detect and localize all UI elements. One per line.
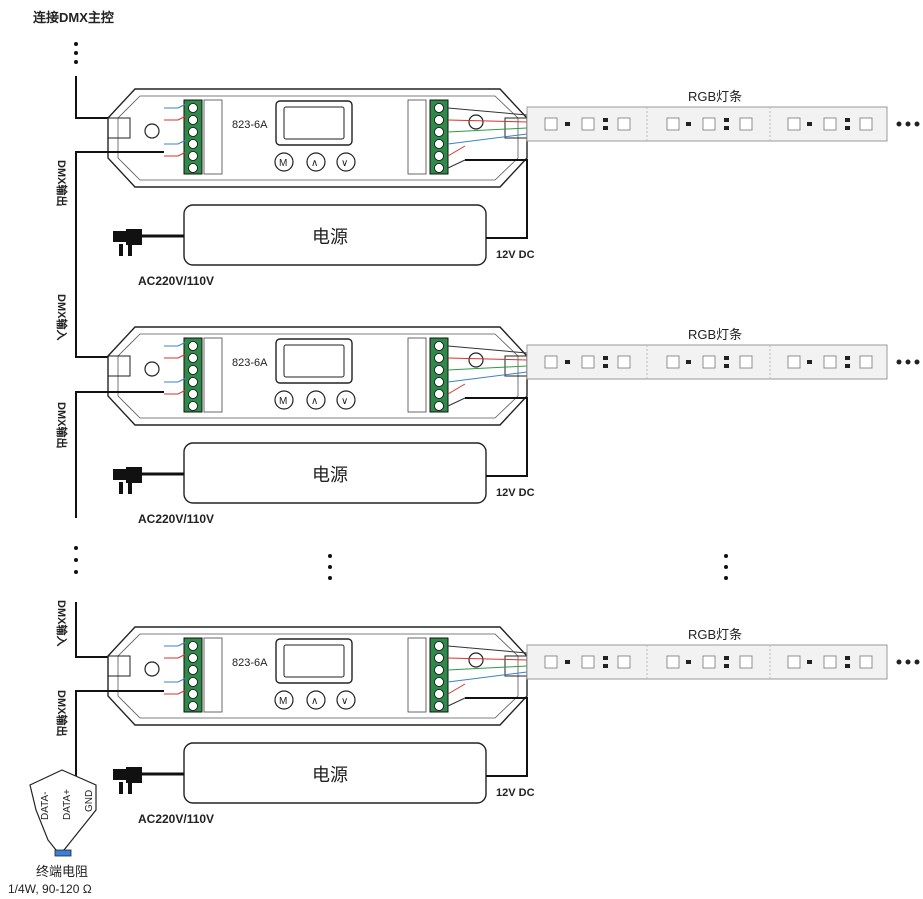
controller-unit-3: 823-6A M ∧ ∨ (107, 626, 528, 726)
unit1-btn-up: ∧ (311, 158, 318, 169)
strip1-label: RGB灯条 (688, 89, 742, 104)
strip3-label: RGB灯条 (688, 627, 742, 642)
term-wire-gnd: GND (84, 790, 95, 812)
psu2-input: AC220V/110V (138, 512, 214, 526)
psu3-output: 12V DC (496, 787, 535, 799)
resistor-icon (54, 849, 72, 857)
unit2-btn-down: ∨ (341, 396, 348, 407)
psu3-label: 电源 (312, 765, 348, 785)
unit2-model: 823-6A (232, 357, 268, 369)
led-strip-2 (526, 344, 920, 380)
psu1-input: AC220V/110V (138, 274, 214, 288)
continuation-dots (74, 546, 728, 580)
unit1-dmx-out-label: DMX输出 (55, 160, 69, 206)
psu2-output: 12V DC (496, 487, 535, 499)
unit3-btn-m: M (279, 696, 287, 707)
led-strip-3 (526, 644, 920, 680)
terminator-label: 终端电阻 (36, 864, 88, 879)
terminator-plug (29, 769, 97, 857)
unit3-model: 823-6A (232, 657, 268, 669)
controller-unit-2: 823-6A M ∧ ∨ (107, 326, 528, 426)
unit3-dmx-out-label: DMX输出 (55, 690, 69, 736)
psu1-label: 电源 (312, 227, 348, 247)
strip2-label: RGB灯条 (688, 327, 742, 342)
unit1-btn-m: M (279, 158, 287, 169)
unit3-dmx-in-label: DMX输入 (55, 600, 69, 646)
unit2-btn-m: M (279, 396, 287, 407)
dmx-output-cable-3 (75, 690, 164, 778)
unit3-btn-down: ∨ (341, 696, 348, 707)
terminator-spec: 1/4W, 90-120 Ω (8, 882, 92, 896)
dmx-link-cable-2 (75, 391, 164, 518)
unit1-model: 823-6A (232, 119, 268, 131)
term-wire-data-minus: DATA- (40, 791, 51, 820)
unit3-btn-up: ∧ (311, 696, 318, 707)
controller-unit-1: 823-6A M ∧ ∨ (107, 88, 528, 188)
header-title: 连接DMX主控 (33, 10, 114, 25)
psu3-input: AC220V/110V (138, 812, 214, 826)
unit2-dmx-in-label: DMX输入 (55, 294, 69, 340)
unit1-btn-down: ∨ (341, 158, 348, 169)
unit2-btn-up: ∧ (311, 396, 318, 407)
unit2-dmx-out-label: DMX输出 (55, 402, 69, 448)
led-strip-1 (526, 106, 920, 142)
term-wire-data-plus: DATA+ (62, 789, 73, 820)
psu1-output: 12V DC (496, 249, 535, 261)
psu2-label: 电源 (312, 465, 348, 485)
